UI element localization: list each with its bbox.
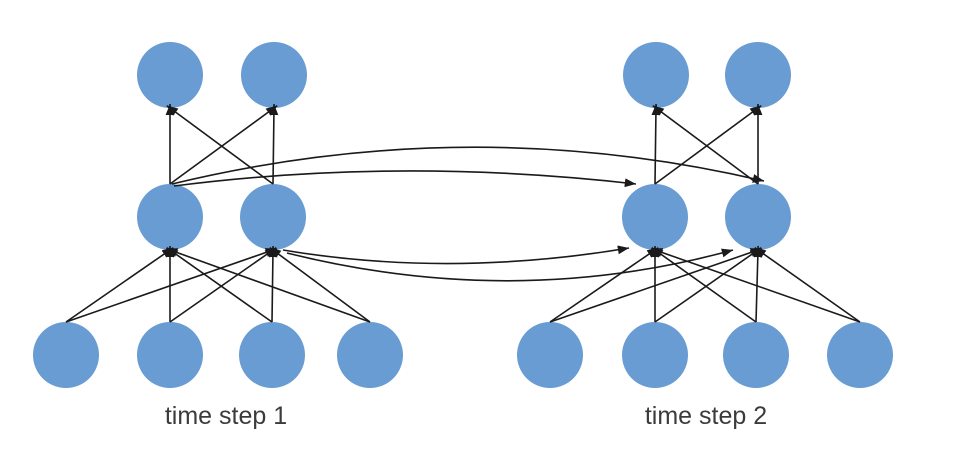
node-t2-input-t2_i4 xyxy=(827,322,893,388)
edges-layer xyxy=(65,103,861,323)
edge-t2_i1-to-t2_h1 xyxy=(549,247,659,323)
edge-t1_i4-to-t1_h2 xyxy=(269,246,371,323)
node-t2-hidden-t2_h1 xyxy=(622,184,688,250)
node-t1-hidden-t1_h2 xyxy=(240,184,306,250)
recurrent-edge-t1_h2-to-t2_h1 xyxy=(282,245,630,265)
node-t2-input-t2_i2 xyxy=(622,322,688,388)
edge-t2_i3-to-t2_h1 xyxy=(651,247,757,323)
recurrent-edge-t1_h1-to-t2_h2 xyxy=(171,146,765,185)
node-t1-output-t1_o2 xyxy=(241,42,307,108)
node-t1-input-t1_i3 xyxy=(239,322,305,388)
edge-t1_i1-to-t1_h2 xyxy=(65,247,278,323)
nodes-layer xyxy=(33,42,893,388)
edge-t2_h2-to-t2_o1 xyxy=(652,104,759,185)
recurrent-edge-t1_h1-to-t2_h1 xyxy=(173,170,637,188)
edge-t1_i1-to-t1_h1 xyxy=(65,247,174,323)
edge-t1_h1-to-t1_o2 xyxy=(169,104,278,185)
edge-t1_i4-to-t1_h1 xyxy=(165,247,371,323)
node-t1-input-t1_i4 xyxy=(337,322,403,388)
edge-t2_i1-to-t2_h2 xyxy=(549,247,763,323)
time-step-1-label: time step 1 xyxy=(165,402,287,430)
edge-t2_i3-to-t2_h2 xyxy=(753,245,763,323)
node-t2-hidden-t2_h2 xyxy=(725,184,791,250)
edge-t2_h1-to-t2_o1 xyxy=(651,103,661,185)
recurrent-edge-t1_h2-to-t2_h2 xyxy=(286,248,734,282)
node-t2-input-t2_i1 xyxy=(517,322,583,388)
time-step-2-label: time step 2 xyxy=(645,402,767,430)
edge-t1_h2-to-t1_o2 xyxy=(269,103,279,185)
node-t1-input-t1_i2 xyxy=(137,322,203,388)
edge-t1_i3-to-t1_h2 xyxy=(268,245,278,323)
edge-t2_h1-to-t2_o2 xyxy=(654,104,762,185)
node-t2-output-t2_o2 xyxy=(725,42,791,108)
node-t1-input-t1_i1 xyxy=(33,322,99,388)
edge-t1_i2-to-t1_h2 xyxy=(169,247,277,323)
node-t2-input-t2_i3 xyxy=(723,322,789,388)
edge-t2_i4-to-t2_h2 xyxy=(754,247,861,323)
edge-t1_h2-to-t1_o1 xyxy=(166,104,274,185)
node-t1-hidden-t1_h1 xyxy=(137,184,203,250)
node-t2-output-t2_o1 xyxy=(623,42,689,108)
edge-t2_i2-to-t2_h2 xyxy=(654,247,762,323)
node-t1-output-t1_o1 xyxy=(137,42,203,108)
edge-t1_i3-to-t1_h1 xyxy=(166,247,273,323)
